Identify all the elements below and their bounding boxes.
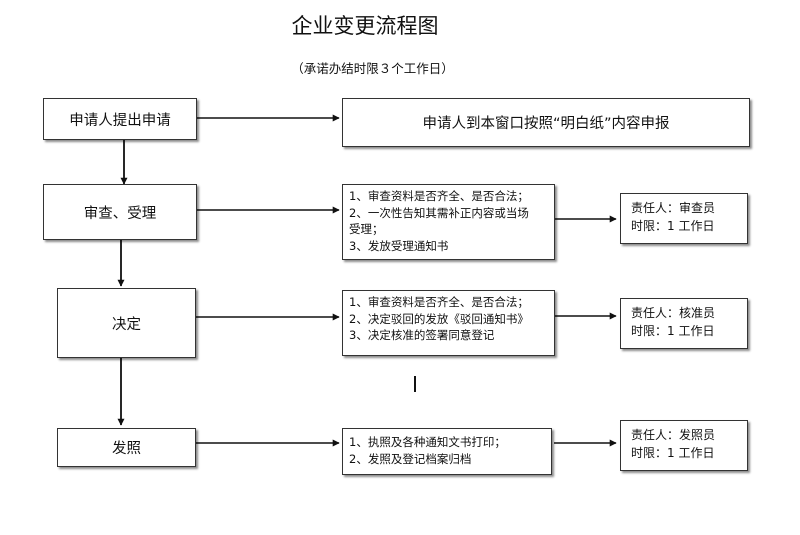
time-limit: 时限：1 工作日 <box>631 219 715 233</box>
step-label: 发照 <box>112 441 141 457</box>
responsible-box-license: 责任人：发照员 时限：1 工作日 <box>620 420 748 471</box>
responsible-box-review: 责任人：审查员 时限：1 工作日 <box>620 193 748 244</box>
time-limit: 时限：1 工作日 <box>631 446 715 460</box>
step-node-apply: 申请人提出申请 <box>43 98 197 140</box>
detail-box-decision: 1、审查资料是否齐全、是否合法； 2、决定驳回的发放《驳回通知书》 3、决定核准… <box>342 290 555 356</box>
detail-line: 1、执照及各种通知文书打印； <box>349 435 506 449</box>
detail-line: 2、发照及登记档案归档 <box>349 451 472 466</box>
detail-line: 2、决定驳回的发放《驳回通知书》 <box>349 311 529 326</box>
responsible-person: 责任人：核准员 <box>631 306 716 320</box>
detail-line: 申请人到本窗口按照“明白纸”内容申报 <box>422 116 670 132</box>
stray-mark <box>414 376 416 392</box>
step-node-license: 发照 <box>57 428 196 467</box>
step-label: 审查、受理 <box>83 205 157 222</box>
detail-line: 受理； <box>349 222 384 236</box>
detail-box-apply: 申请人到本窗口按照“明白纸”内容申报 <box>342 98 750 147</box>
step-label: 决定 <box>112 316 141 333</box>
detail-box-license: 1、执照及各种通知文书打印； 2、发照及登记档案归档 <box>342 428 552 475</box>
responsible-person: 责任人：审查员 <box>631 201 716 215</box>
step-node-review: 审查、受理 <box>43 184 197 240</box>
page-title: 企业变更流程图 <box>291 14 439 38</box>
detail-line: 3、发放受理通知书 <box>349 238 449 253</box>
responsible-person: 责任人：发照员 <box>631 428 716 442</box>
detail-line: 3、决定核准的签署同意登记 <box>349 328 495 342</box>
step-label: 申请人提出申请 <box>69 112 171 129</box>
time-limit: 时限：1 工作日 <box>631 324 715 338</box>
step-node-decision: 决定 <box>57 288 196 358</box>
detail-line: 1、审查资料是否齐全、是否合法； <box>349 295 529 309</box>
detail-line: 2、一次性告知其需补正内容或当场 <box>349 205 529 220</box>
page-subtitle: （承诺办结时限３个工作日） <box>291 61 454 76</box>
responsible-box-decision: 责任人：核准员 时限：1 工作日 <box>620 298 748 349</box>
detail-line: 1、审查资料是否齐全、是否合法； <box>349 189 529 203</box>
detail-box-review: 1、审查资料是否齐全、是否合法； 2、一次性告知其需补正内容或当场 受理； 3、… <box>342 184 555 260</box>
